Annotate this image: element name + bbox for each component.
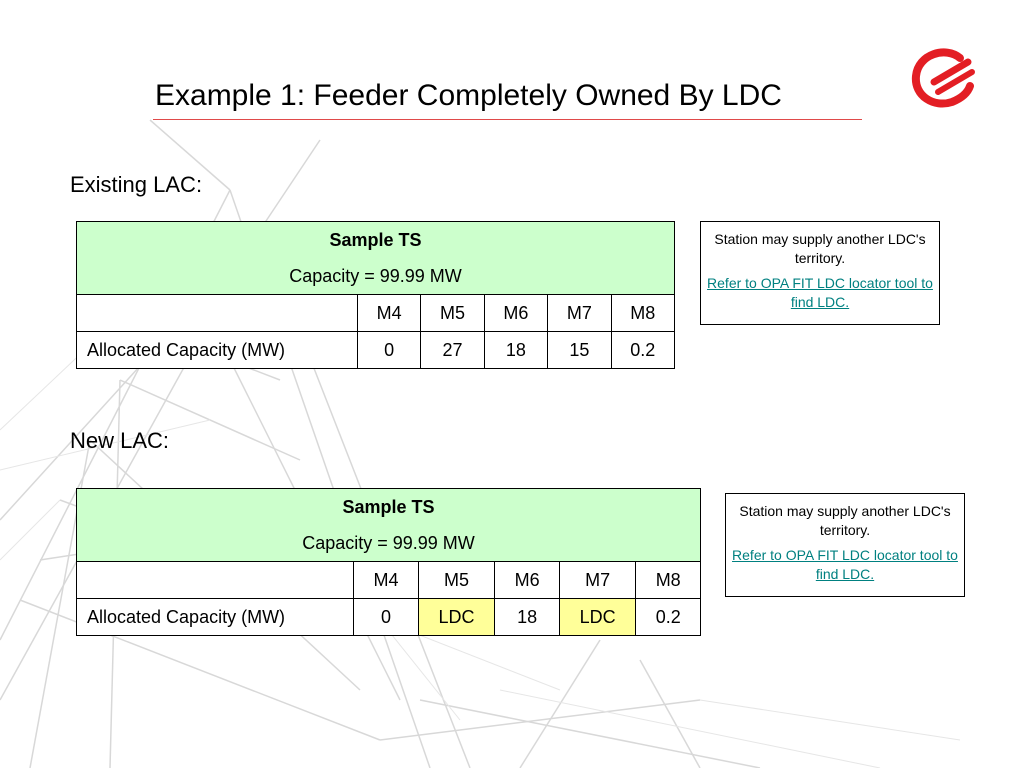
column-header: M4 [356, 294, 422, 332]
value-cell: 0 [353, 598, 419, 636]
note-text: Station may supply another LDC's territo… [714, 231, 926, 266]
value-cell: 18 [494, 598, 560, 636]
row-label: Allocated Capacity (MW) [76, 331, 358, 369]
new-lac-label: New LAC: [70, 428, 170, 453]
opa-fit-locator-link[interactable]: Refer to OPA FIT LDC locator tool to fin… [707, 275, 933, 310]
title-underline [153, 119, 862, 120]
existing-lac-table: Sample TS Capacity = 99.99 MW M4 M5 M6 M… [76, 221, 676, 369]
value-cell: 0.2 [635, 598, 701, 636]
column-header: M8 [635, 561, 701, 599]
column-header: M5 [420, 294, 485, 332]
existing-lac-label: Existing LAC: [70, 172, 203, 197]
note-text: Station may supply another LDC's territo… [739, 503, 951, 538]
new-note-box: Station may supply another LDC's territo… [725, 493, 965, 597]
opa-fit-locator-link[interactable]: Refer to OPA FIT LDC locator tool to fin… [732, 547, 958, 582]
value-cell-highlighted: LDC [558, 598, 637, 636]
column-header: M5 [417, 561, 496, 599]
column-header: M7 [547, 294, 612, 332]
column-header: M7 [558, 561, 637, 599]
station-capacity: Capacity = 99.99 MW [76, 525, 701, 562]
column-header: M8 [610, 294, 676, 332]
row-label: Allocated Capacity (MW) [75, 598, 355, 636]
column-header: M6 [483, 294, 549, 332]
value-cell-highlighted: LDC [417, 598, 496, 636]
value-cell: 0.2 [610, 331, 676, 369]
new-lac-table: Sample TS Capacity = 99.99 MW M4 M5 M6 M… [75, 488, 701, 636]
station-name: Sample TS [76, 488, 701, 525]
value-cell: 18 [483, 331, 549, 369]
station-capacity: Capacity = 99.99 MW [76, 258, 675, 295]
value-cell: 27 [420, 331, 485, 369]
brand-swirl-logo-icon [911, 48, 975, 108]
station-name: Sample TS [76, 221, 675, 258]
value-cell: 0 [356, 331, 422, 369]
column-header: M6 [494, 561, 560, 599]
page-title: Example 1: Feeder Completely Owned By LD… [155, 79, 782, 112]
column-header: M4 [353, 561, 419, 599]
header-blank-cell [75, 561, 355, 599]
existing-note-box: Station may supply another LDC's territo… [700, 221, 940, 325]
value-cell: 15 [547, 331, 612, 369]
header-blank-cell [76, 294, 358, 332]
